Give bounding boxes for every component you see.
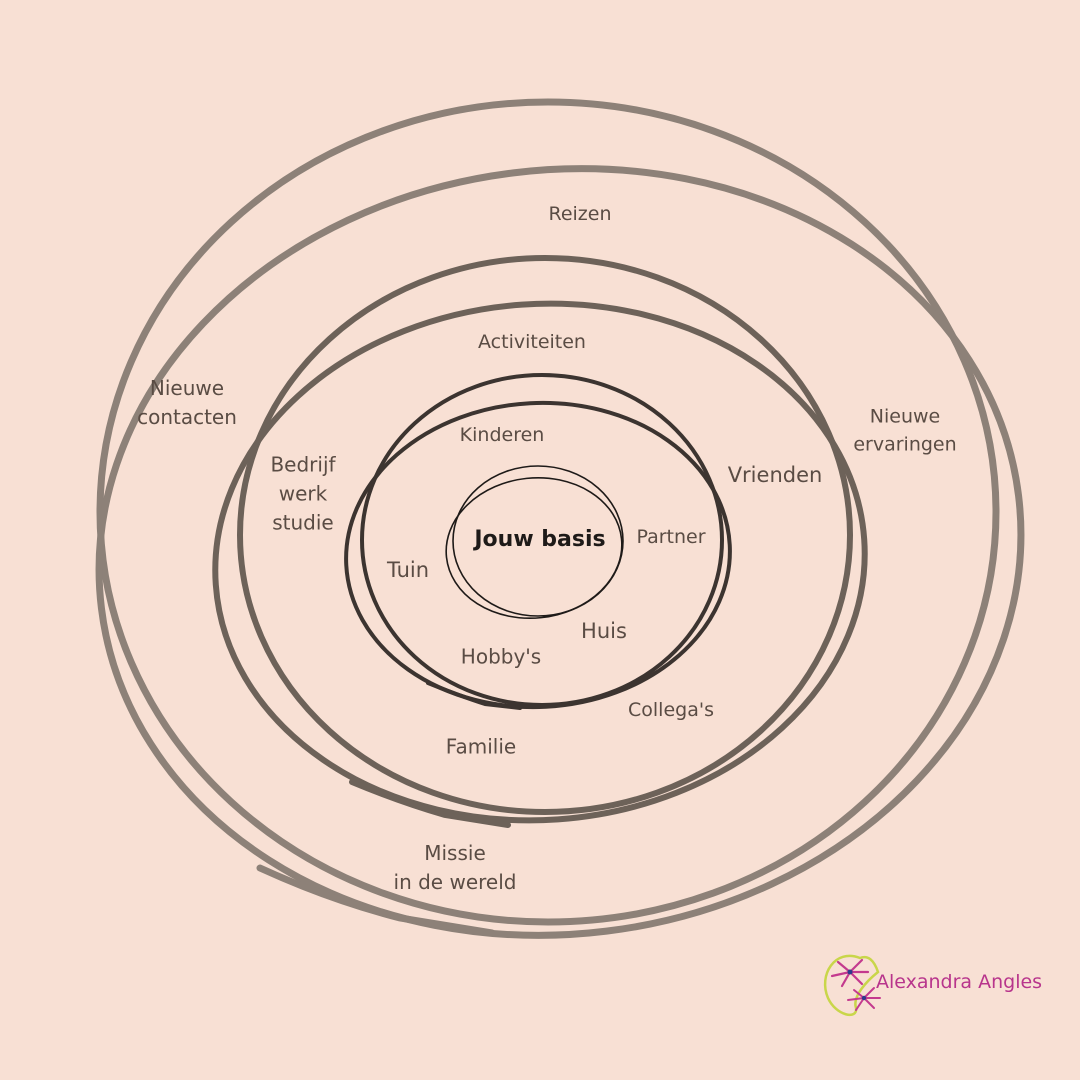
label-vrienden: Vrienden xyxy=(727,462,823,487)
label-kinderen: Kinderen xyxy=(459,424,545,447)
middle-ring-tail xyxy=(349,779,511,828)
label-partner: Partner xyxy=(636,526,706,549)
outer-ring xyxy=(96,98,1000,926)
brand-name: Alexandra Angles xyxy=(876,971,1043,993)
inner-ring-tail xyxy=(426,681,522,710)
core-ring-second-stroke xyxy=(445,476,623,620)
middle-ring-second-stroke xyxy=(212,300,868,824)
label-collegas: Collega's xyxy=(628,699,714,722)
inner-ring-second-stroke xyxy=(344,400,732,710)
label-nieuwe-ervaringen: Nieuwe ervaringen xyxy=(853,405,957,455)
lily-flower-icon xyxy=(823,954,881,1017)
label-hobbys: Hobby's xyxy=(460,644,542,669)
outer-ring-tail xyxy=(256,864,496,937)
outer-ring-second-stroke xyxy=(95,165,1025,939)
label-huis: Huis xyxy=(581,618,627,643)
label-missie-in-de-wereld: Missie in de wereld xyxy=(393,841,517,894)
label-activiteiten: Activiteiten xyxy=(478,331,586,354)
center-label: Jouw basis xyxy=(474,527,606,553)
label-bedrijf-werk-studie: Bedrijf werk studie xyxy=(270,452,336,535)
label-familie: Familie xyxy=(445,734,517,759)
core-ring xyxy=(452,465,624,617)
label-tuin: Tuin xyxy=(386,557,430,582)
label-reizen: Reizen xyxy=(548,203,612,226)
middle-ring xyxy=(237,255,853,815)
label-nieuwe-contacten: Nieuwe contacten xyxy=(137,376,237,429)
